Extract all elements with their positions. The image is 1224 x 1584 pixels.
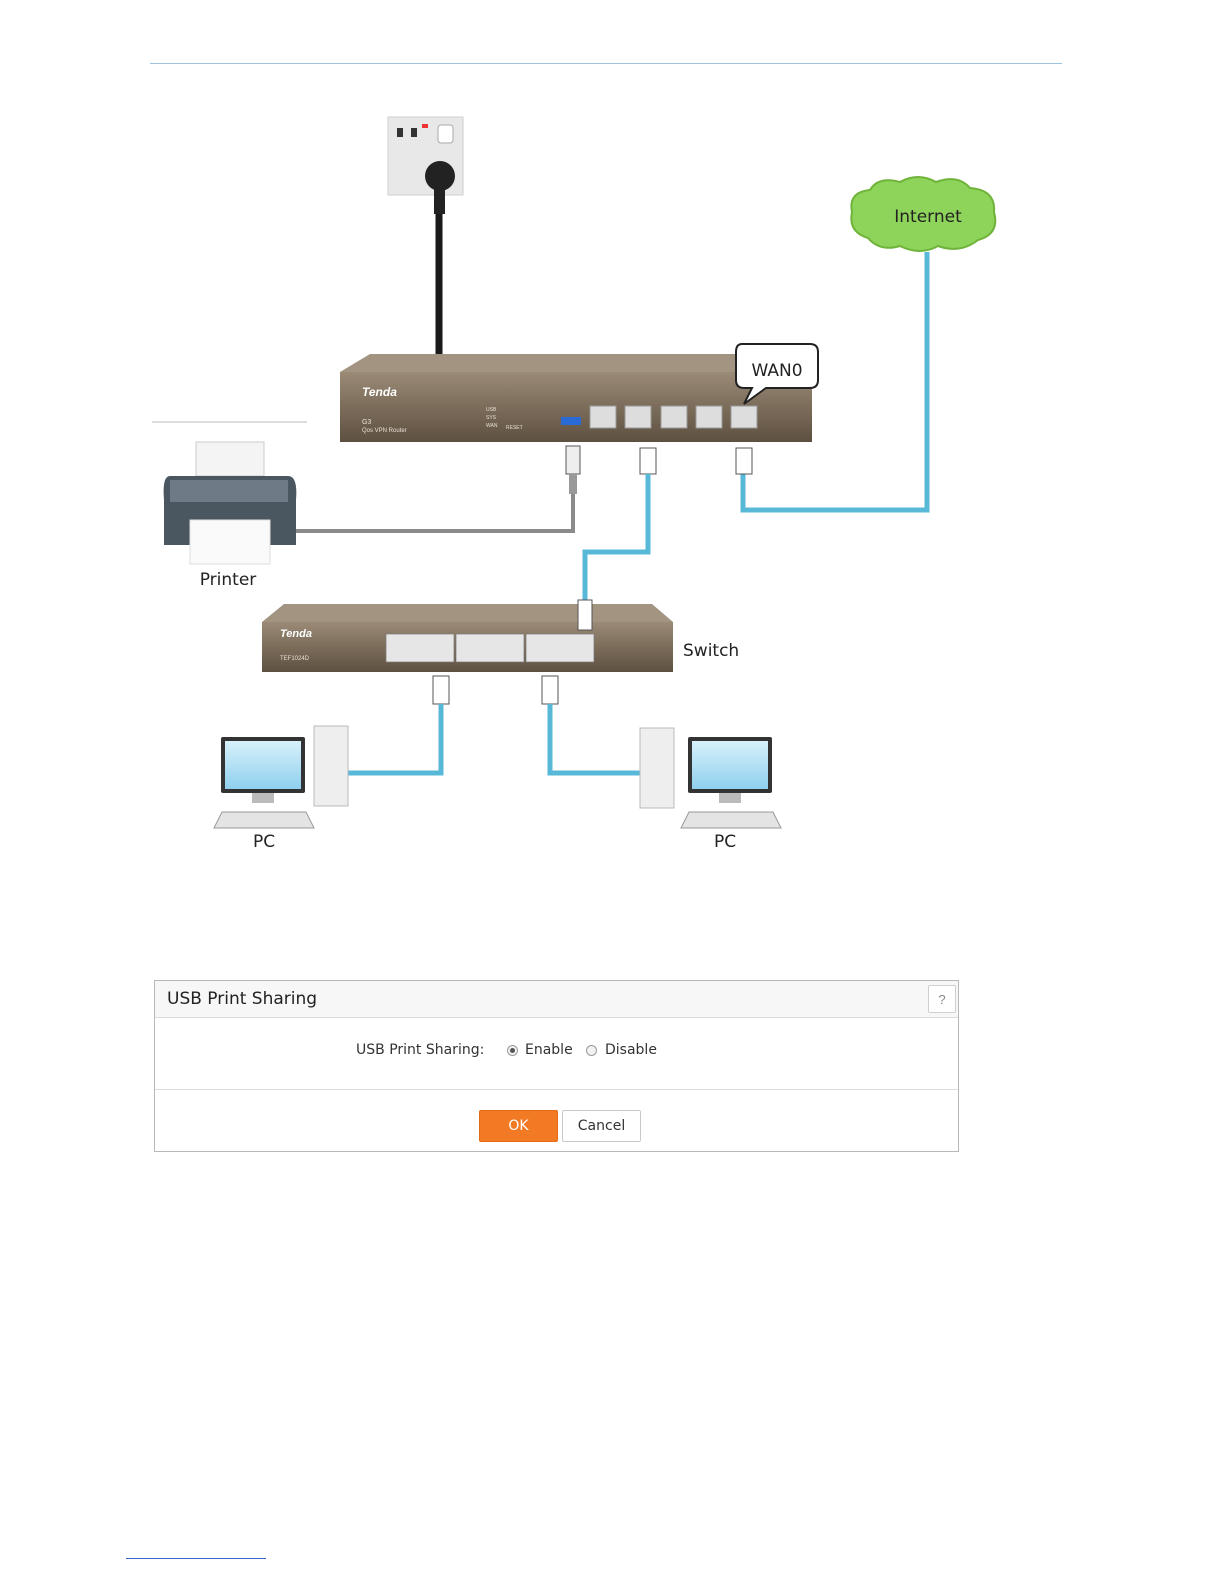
enable-label[interactable]: Enable: [525, 1042, 573, 1058]
router-reset: RESET: [506, 425, 523, 431]
network-diagram: Internet Tenda G3 Qos VPN Router USB SYS…: [0, 0, 1224, 900]
router-led-wan: WAN: [486, 423, 498, 429]
wall-outlet-icon: [388, 117, 463, 214]
internet-label: Internet: [894, 207, 962, 227]
footer-rule: [126, 1558, 266, 1559]
router-model: G3: [362, 419, 371, 426]
lan-cable-pc-right: [550, 704, 640, 773]
cancel-button[interactable]: Cancel: [562, 1110, 641, 1142]
pc-left-icon: [214, 726, 348, 828]
panel-title: USB Print Sharing: [167, 989, 317, 1009]
enable-radio[interactable]: [507, 1045, 518, 1056]
disable-radio[interactable]: [586, 1045, 597, 1056]
ethernet-plug-icon: [433, 676, 449, 704]
router-brand: Tenda: [362, 385, 397, 399]
panel-header: USB Print Sharing ?: [155, 981, 958, 1018]
internet-cloud-icon: Internet: [851, 177, 995, 251]
ethernet-plug-icon: [736, 448, 752, 474]
wan0-label: WAN0: [751, 361, 802, 381]
usb-print-sharing-panel: USB Print Sharing ? USB Print Sharing: E…: [154, 980, 959, 1152]
router-led-sys: SYS: [486, 415, 497, 421]
router-led-usb: USB: [486, 407, 497, 413]
switch-brand: Tenda: [280, 628, 312, 640]
panel-divider: [155, 1089, 958, 1090]
pc-left-label: PC: [253, 832, 275, 852]
pc-right-icon: [640, 728, 781, 828]
ethernet-plug-icon: [542, 676, 558, 704]
switch-device: Tenda TEF1024D: [262, 600, 673, 672]
pc-right-label: PC: [714, 832, 736, 852]
lan-cable-router-switch: [585, 474, 648, 600]
printer-icon: [164, 442, 297, 564]
usb-plug-icon: [566, 446, 580, 494]
ethernet-plug-icon: [640, 448, 656, 474]
usb-print-sharing-row: USB Print Sharing: Enable Disable: [155, 1041, 958, 1065]
help-button[interactable]: ?: [928, 985, 956, 1013]
lan-cable-pc-left: [346, 704, 441, 773]
switch-model: TEF1024D: [280, 656, 310, 662]
switch-label: Switch: [683, 641, 739, 661]
disable-label[interactable]: Disable: [605, 1042, 657, 1058]
ok-button[interactable]: OK: [479, 1110, 558, 1142]
usb-print-sharing-label: USB Print Sharing:: [356, 1042, 484, 1058]
printer-label: Printer: [200, 570, 257, 590]
router-subtitle: Qos VPN Router: [362, 428, 407, 434]
usb-cable: [296, 494, 573, 531]
